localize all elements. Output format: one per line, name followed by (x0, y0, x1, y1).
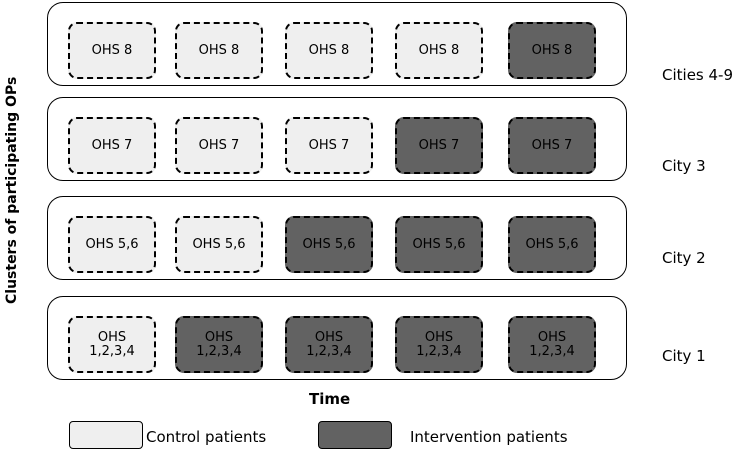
period-cell-control: OHS 8 (395, 22, 483, 79)
legend-control-swatch (69, 421, 143, 449)
period-cell-control: OHS 5,6 (68, 216, 156, 273)
period-cell-label: OHS 5,6 (525, 236, 579, 252)
period-cell-label: OHS 5,6 (192, 236, 246, 252)
period-cell-control: OHS 1,2,3,4 (68, 316, 156, 373)
period-cell-label: OHS 1,2,3,4 (416, 329, 462, 359)
period-cell-control: OHS 7 (285, 117, 373, 174)
period-cell-label: OHS 1,2,3,4 (196, 329, 242, 359)
period-cell-label: OHS 8 (198, 42, 240, 58)
period-cell-intervention: OHS 7 (508, 117, 596, 174)
period-cell-label: OHS 7 (198, 137, 240, 153)
period-cell-control: OHS 7 (68, 117, 156, 174)
period-cell-intervention: OHS 7 (395, 117, 483, 174)
period-cell-intervention: OHS 5,6 (508, 216, 596, 273)
period-cell-intervention: OHS 8 (508, 22, 596, 79)
period-cell-control: OHS 7 (175, 117, 263, 174)
period-cell-label: OHS 7 (91, 137, 133, 153)
period-cell-label: OHS 1,2,3,4 (306, 329, 352, 359)
period-cell-control: OHS 5,6 (175, 216, 263, 273)
period-cell-intervention: OHS 1,2,3,4 (395, 316, 483, 373)
y-axis-label: Clusters of participating OPs (4, 76, 20, 304)
period-cell-label: OHS 1,2,3,4 (89, 329, 135, 359)
period-cell-label: OHS 5,6 (302, 236, 356, 252)
period-cell-label: OHS 8 (531, 42, 573, 58)
period-cell-label: OHS 1,2,3,4 (529, 329, 575, 359)
period-cell-intervention: OHS 1,2,3,4 (285, 316, 373, 373)
period-cell-label: OHS 7 (531, 137, 573, 153)
city-label: City 1 (662, 347, 706, 365)
legend-intervention-label: Intervention patients (410, 428, 568, 446)
x-axis-label: Time (309, 390, 351, 408)
period-cell-control: OHS 8 (285, 22, 373, 79)
period-cell-intervention: OHS 1,2,3,4 (175, 316, 263, 373)
period-cell-label: OHS 7 (418, 137, 460, 153)
period-cell-intervention: OHS 5,6 (285, 216, 373, 273)
city-label: Cities 4-9 (662, 66, 734, 84)
period-cell-intervention: OHS 5,6 (395, 216, 483, 273)
period-cell-intervention: OHS 1,2,3,4 (508, 316, 596, 373)
period-cell-label: OHS 8 (91, 42, 133, 58)
period-cell-label: OHS 5,6 (85, 236, 139, 252)
legend-intervention-swatch (318, 421, 392, 449)
period-cell-label: OHS 8 (418, 42, 460, 58)
period-cell-label: OHS 7 (308, 137, 350, 153)
legend-control-label: Control patients (146, 428, 267, 446)
city-label: City 2 (662, 249, 706, 267)
city-label: City 3 (662, 157, 706, 175)
period-cell-label: OHS 8 (308, 42, 350, 58)
period-cell-control: OHS 8 (68, 22, 156, 79)
period-cell-label: OHS 5,6 (412, 236, 466, 252)
period-cell-control: OHS 8 (175, 22, 263, 79)
